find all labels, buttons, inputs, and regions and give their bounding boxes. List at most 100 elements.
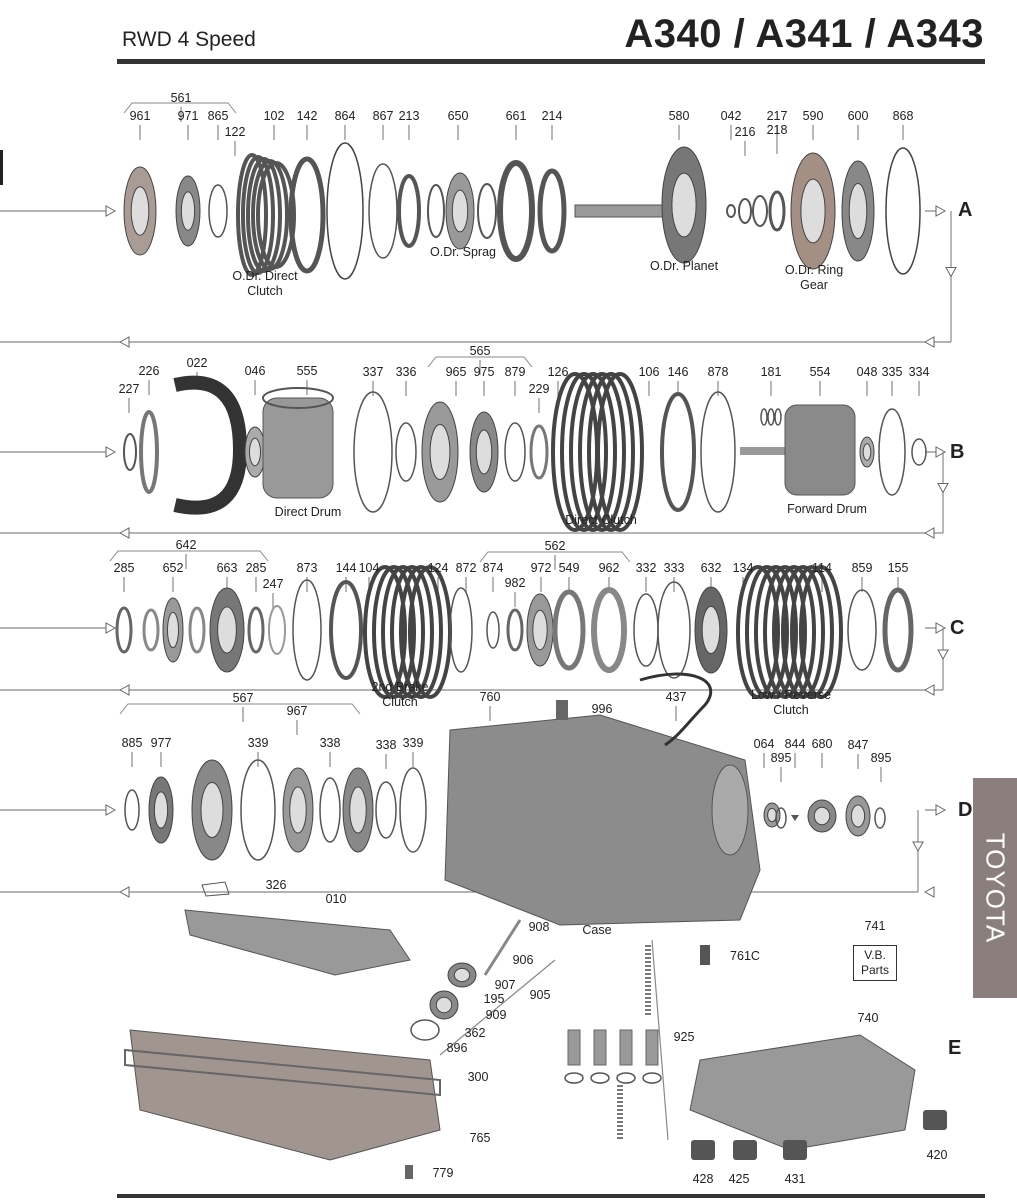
second-brake-plate: [390, 565, 434, 699]
low-reverse-plate: [754, 565, 798, 699]
second-brake-plate: [372, 565, 416, 699]
flow-arrow: [912, 841, 924, 853]
part-label: 428: [692, 1172, 714, 1186]
flow-arrow: [935, 804, 947, 816]
part-label: 859: [851, 561, 873, 575]
part-label: 765: [469, 1131, 491, 1145]
part-label: 334: [908, 365, 930, 379]
part-label: 996: [591, 702, 613, 716]
section-letter-b: B: [950, 441, 965, 463]
flow-arrow: [945, 267, 957, 278]
transmission-type: RWD 4 Speed: [122, 28, 256, 51]
part-label: 102: [263, 109, 285, 123]
part-label: 650: [447, 109, 469, 123]
part-shape: [850, 804, 866, 828]
part-label: 885: [121, 736, 143, 750]
flow-arrow: [118, 684, 130, 696]
part-label: 332: [635, 561, 657, 575]
oil-pan-765: [129, 1029, 441, 1161]
part-shape: [752, 195, 768, 227]
flow-arrow: [923, 886, 935, 898]
part-shape: [738, 198, 752, 224]
part-label: 896: [446, 1041, 468, 1055]
part-label: 134: [732, 561, 754, 575]
part-label: 216: [734, 125, 756, 139]
direct-drum: [262, 397, 334, 499]
header-rule: [117, 59, 985, 64]
part-label: 155: [887, 561, 909, 575]
direct-clutch-plate: [578, 372, 626, 532]
flow-arrow: [935, 622, 947, 634]
part-shape: [552, 589, 586, 671]
part-label: 873: [296, 561, 318, 575]
low-reverse-plate: [781, 565, 825, 699]
section-letter-c: C: [950, 617, 965, 639]
part-shape: [768, 190, 786, 232]
pan-gasket-300: [124, 1048, 441, 1097]
bolt-779: [405, 1165, 413, 1179]
flow-arrow: [935, 205, 947, 217]
part-label: 217: [766, 109, 788, 123]
part-shape: [477, 183, 497, 239]
forward-drum: [784, 404, 856, 496]
direct-clutch-plate: [596, 372, 644, 532]
flow-arrow: [923, 527, 935, 539]
caption-direct-drum: Direct Drum: [274, 505, 342, 519]
part-label: 905: [529, 988, 551, 1002]
part-shape: [882, 587, 914, 673]
part-label: 779: [432, 1166, 454, 1180]
part-label: 144: [335, 561, 357, 575]
part-label: 046: [244, 364, 266, 378]
part-label: 680: [811, 737, 833, 751]
flow-arrow: [923, 684, 935, 696]
965: [429, 424, 451, 480]
part-shape: [208, 184, 228, 238]
part-shape: [847, 589, 877, 671]
part-label: 555: [296, 364, 318, 378]
part-shape: [767, 807, 777, 823]
part-shape: [142, 608, 160, 652]
part-label: 326: [265, 878, 287, 892]
part-shape: [701, 605, 721, 655]
part-shape: [767, 408, 775, 426]
part-shape: [660, 392, 696, 512]
part-shape: [642, 1072, 662, 1084]
part-label: 431: [784, 1172, 806, 1186]
part-label: 285: [113, 561, 135, 575]
part-shape: [395, 422, 417, 482]
part-label: 333: [663, 561, 685, 575]
group-bracket: [119, 703, 361, 715]
part-shape: [506, 608, 524, 652]
part-label: 844: [784, 737, 806, 751]
part-shape: [167, 611, 179, 649]
part-shape: [289, 786, 307, 834]
part-shape: [397, 174, 421, 248]
part-label: 908: [528, 920, 550, 934]
group-bracket: [109, 550, 269, 562]
caption-odr-sprag: O.Dr. Sprag: [430, 245, 496, 259]
clutch-plate: [241, 155, 275, 275]
caption-odr-planet: O.Dr. Planet: [649, 259, 719, 273]
group-bracket: [479, 551, 631, 563]
low-reverse-plate: [736, 565, 780, 699]
part-shape: [123, 433, 137, 471]
flow-arrow: [118, 336, 130, 348]
600: [848, 183, 868, 239]
part-shape: [813, 806, 831, 826]
part-label: 761C: [730, 949, 760, 963]
part-shape: [590, 1072, 610, 1084]
part-shape: [774, 408, 782, 426]
part-shape: [262, 387, 334, 409]
low-reverse-plate: [790, 565, 834, 699]
part-label: 925: [673, 1030, 695, 1044]
part-shape: [616, 1072, 636, 1084]
part-label: 285: [245, 561, 267, 575]
bracket-905: [439, 959, 556, 1056]
part-label: 549: [558, 561, 580, 575]
part-shape: [537, 168, 567, 254]
part-shape: [504, 422, 526, 482]
part-label: 010: [325, 892, 347, 906]
part-label: 867: [372, 109, 394, 123]
868: [885, 147, 921, 275]
part-label: 126: [547, 365, 569, 379]
